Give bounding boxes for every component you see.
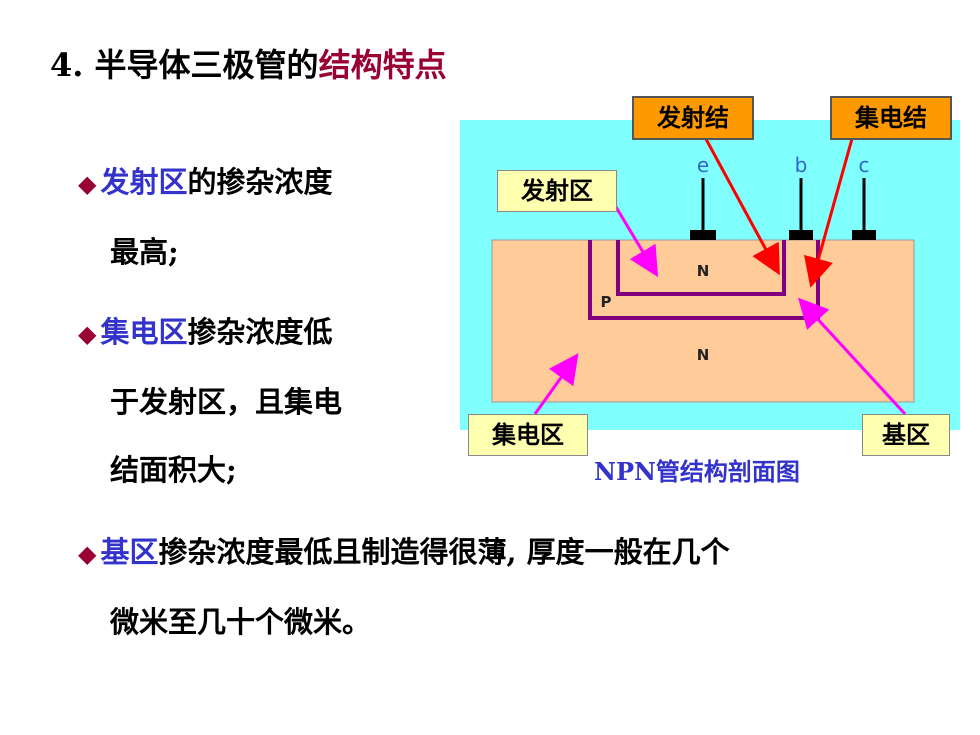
base-contact — [789, 230, 813, 240]
emitter-junction-arrow — [698, 127, 780, 276]
bullet-text-line2: 于发射区，且集电 — [110, 385, 343, 419]
base-region-outline — [588, 240, 820, 320]
bullet-emitter: ◆发射区的掺杂浓度 最高; — [78, 148, 333, 286]
bullet-text: 的掺杂浓度 — [187, 165, 333, 199]
base-p-letter: P — [601, 293, 612, 311]
emitter-region-arrow — [611, 201, 659, 278]
title-highlight: 结构特点 — [318, 46, 447, 84]
page-title: 4. 半导体三极管的结构特点 — [50, 40, 447, 86]
bullet-text-line2: 最高; — [110, 235, 179, 269]
bullet-term: 基区 — [100, 535, 159, 569]
terminal-b: b — [795, 153, 808, 177]
collector-n-letter: N — [697, 346, 710, 364]
diagram-background — [460, 120, 960, 430]
bullet-text-line3: 结面积大; — [110, 453, 237, 487]
diamond-bullet-icon: ◆ — [78, 169, 97, 198]
collector-region-arrow — [533, 353, 579, 415]
diamond-bullet-icon: ◆ — [78, 539, 97, 568]
terminal-c: c — [859, 153, 870, 177]
bullet-text: 掺杂浓度最低且制造得很薄, 厚度一般在几个 — [158, 535, 730, 569]
collector-contact — [852, 230, 876, 240]
semiconductor-body — [491, 239, 915, 403]
title-prefix: 4. 半导体三极管的 — [50, 46, 319, 84]
diagram-caption: NPN管结构剖面图 — [594, 457, 800, 486]
bullet-term: 发射区 — [100, 165, 188, 199]
base-region-label: 基区 — [862, 414, 950, 456]
terminal-e: e — [697, 153, 709, 177]
base-region-arrow — [797, 297, 907, 416]
emitter-contact — [690, 230, 716, 240]
bullet-collector: ◆集电区掺杂浓度低 于发射区，且集电 结面积大; — [78, 298, 342, 504]
emitter-region-label: 发射区 — [497, 170, 617, 212]
emitter-n-letter: N — [697, 262, 710, 280]
bullet-base: ◆基区掺杂浓度最低且制造得很薄, 厚度一般在几个 微米至几十个微米。 — [78, 518, 730, 656]
collector-region-label: 集电区 — [468, 414, 588, 456]
emitter-junction-label: 发射结 — [632, 96, 754, 140]
bullet-term: 集电区 — [100, 315, 188, 349]
emitter-region-outline — [616, 240, 786, 296]
diamond-bullet-icon: ◆ — [78, 319, 97, 348]
collector-junction-arrow — [804, 127, 857, 288]
bullet-text: 掺杂浓度低 — [187, 315, 333, 349]
bullet-text-line2: 微米至几十个微米。 — [110, 605, 372, 639]
collector-junction-label: 集电结 — [830, 96, 952, 140]
